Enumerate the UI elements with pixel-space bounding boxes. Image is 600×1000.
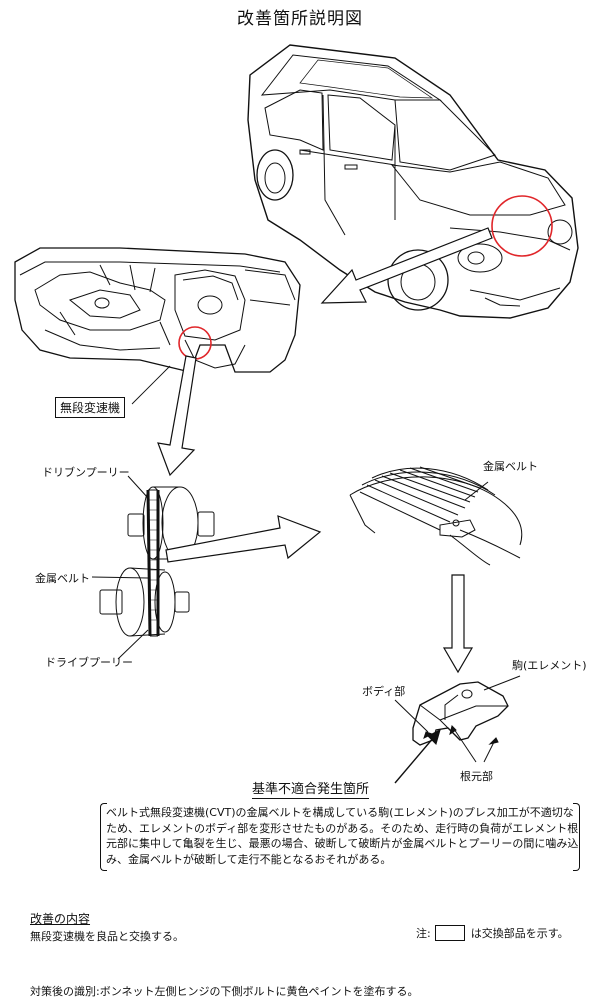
belt-detail-illustration xyxy=(349,466,523,566)
replacement-part-box-icon xyxy=(434,925,465,941)
body-part-label: ボディ部 xyxy=(362,685,406,698)
arrow-pulley-to-belt xyxy=(165,515,322,563)
bracket-left xyxy=(100,803,107,871)
note: 注: は交換部品を示す。 xyxy=(416,925,569,941)
arrow-car-to-engine xyxy=(320,227,493,304)
identification-text: 対策後の識別:ボンネット左側ヒンジの下側ボルトに黄色ペイントを塗布する。 xyxy=(30,985,419,998)
cvt-label: 無段変速機 xyxy=(55,397,126,418)
root-part-label: 根元部 xyxy=(460,770,493,783)
driven-pulley-label: ドリブンプーリー xyxy=(42,466,130,479)
arrow-belt-to-element xyxy=(442,574,474,674)
note-prefix: 注: xyxy=(416,927,431,940)
drive-pulley-label: ドライブプーリー xyxy=(45,656,133,669)
page-title: 改善箇所説明図 xyxy=(237,9,363,29)
improvement-heading: 改善の内容 xyxy=(30,912,91,926)
improvement-text: 無段変速機を良品と交換する。 xyxy=(30,930,184,943)
note-suffix: は交換部品を示す。 xyxy=(470,927,569,940)
metal-belt-label-right: 金属ベルト xyxy=(483,460,538,473)
bracket-right xyxy=(573,803,580,871)
element-label: 駒(エレメント) xyxy=(512,659,587,672)
nonconformity-description-box: ベルト式無段変速機(CVT)の金属ベルトを構成している駒(エレメント)のプレス加… xyxy=(100,803,580,871)
nonconformity-description: ベルト式無段変速機(CVT)の金属ベルトを構成している駒(エレメント)のプレス加… xyxy=(106,806,579,866)
car-illustration xyxy=(247,44,579,319)
nonconformity-title: 基準不適合発生箇所 xyxy=(252,778,370,799)
pulley-assembly-illustration xyxy=(91,475,215,660)
metal-belt-label-left: 金属ベルト xyxy=(35,572,90,585)
element-illustration xyxy=(394,675,521,763)
engine-bay-illustration xyxy=(14,247,301,373)
arrow-engine-to-pulley xyxy=(157,355,197,477)
